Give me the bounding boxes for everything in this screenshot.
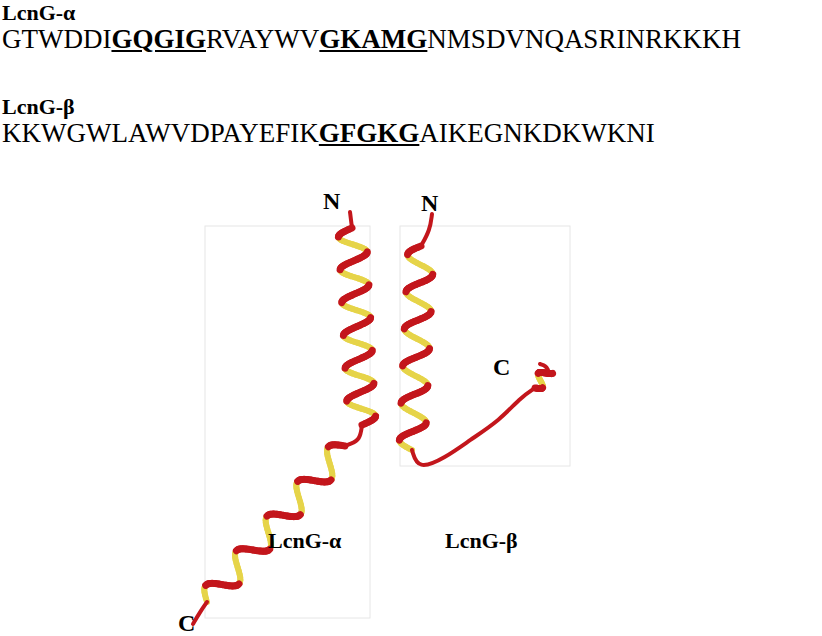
helix-stroke <box>298 480 300 481</box>
helix-stroke <box>396 439 404 441</box>
motif-text: GFGKG <box>319 118 420 148</box>
label-text: RVAYWV <box>206 24 319 54</box>
coil <box>540 364 548 370</box>
text-label: LcnG-β <box>445 528 518 554</box>
helix-stroke <box>398 402 406 404</box>
helix-stroke <box>328 446 330 447</box>
helix-stroke <box>206 584 208 585</box>
helix-stroke <box>337 268 344 269</box>
label-text: N <box>323 188 340 214</box>
helix-stroke <box>340 334 347 335</box>
panel-frame <box>400 226 570 466</box>
text-label: LcnG-β <box>2 94 75 120</box>
helix-stroke <box>401 327 409 329</box>
helix-stroke <box>338 301 345 302</box>
label-text: LcnG-α <box>268 528 341 553</box>
panel-frame <box>205 226 370 618</box>
helix-stroke <box>399 364 407 366</box>
coil <box>193 602 207 624</box>
coil <box>345 425 362 446</box>
text-label: LcnG-α <box>268 528 341 554</box>
label-text: C <box>493 354 510 380</box>
label-text: NMSDVNQASRINRKKKH <box>427 24 741 54</box>
text-label: LcnG-α <box>2 0 75 26</box>
helix-stroke <box>540 384 546 391</box>
coil <box>421 214 432 246</box>
label-text: N <box>421 190 438 216</box>
helix-stroke <box>342 367 349 368</box>
helix-stroke <box>236 550 238 551</box>
helix-stroke <box>343 400 350 401</box>
coil <box>412 388 535 465</box>
text-label: C <box>493 354 510 381</box>
helix-stroke <box>402 290 410 292</box>
text-label: N <box>421 190 438 217</box>
helix-ribbons <box>193 212 553 624</box>
label-text: C <box>178 610 195 636</box>
helix-stroke <box>538 384 546 391</box>
text-label: N <box>323 188 340 215</box>
helix-stroke <box>550 370 551 377</box>
label-text: LcnG-β <box>445 528 518 553</box>
helix-stroke <box>335 236 342 237</box>
motif-text: GKAMG <box>319 24 427 54</box>
text-label: C <box>178 610 195 636</box>
sequence-line: KKWGWLAWVDPAYEFIKGFGKGAIKEGNKDKWKNI <box>2 118 655 149</box>
motif-text: GQGIG <box>111 24 206 54</box>
label-text: KKWGWLAWVDPAYEFIK <box>2 118 319 148</box>
helix-stroke <box>404 253 412 255</box>
helix-stroke <box>537 385 545 392</box>
sequence-line: GTWDDIGQGIGRVAYWVGKAMGNMSDVNQASRINRKKKH <box>2 24 741 55</box>
label-text: LcnG-α <box>2 0 75 25</box>
label-text: GTWDDI <box>2 24 111 54</box>
label-text: AIKEGNKDKWKNI <box>419 118 654 148</box>
helix-stroke <box>267 515 269 516</box>
label-text: LcnG-β <box>2 94 75 119</box>
